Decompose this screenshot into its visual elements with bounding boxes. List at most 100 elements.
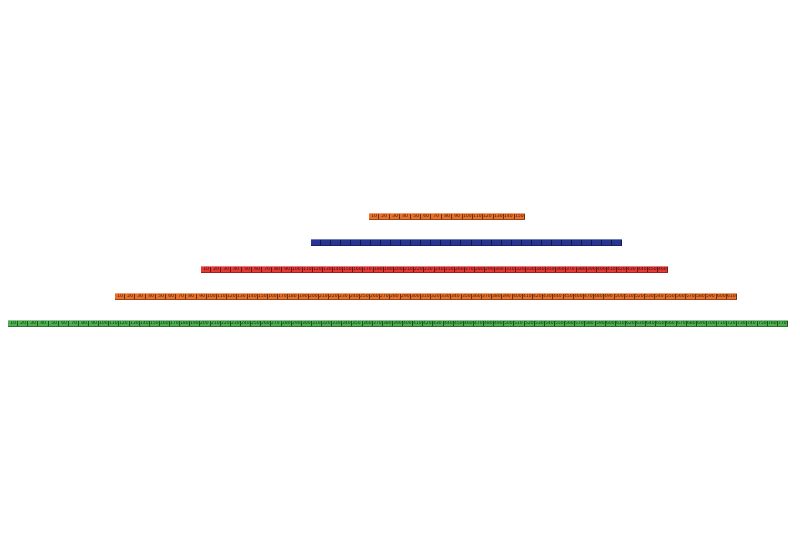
rod-tick — [605, 321, 606, 326]
rod-tick-label: 450 — [454, 321, 463, 326]
rod-tick — [350, 240, 351, 245]
rod-tick — [165, 294, 166, 299]
rod-tick-label: 280 — [475, 267, 484, 272]
rod-tick-label: 310 — [421, 294, 430, 299]
rod-tick-label: 30 — [392, 214, 398, 219]
rod-tick — [261, 267, 262, 272]
rod-tick-label: 80 — [81, 321, 87, 326]
rod-tick-label: 430 — [627, 267, 636, 272]
rod-tick — [301, 321, 302, 326]
rod-tick — [614, 294, 615, 299]
rod-tick-label: 260 — [261, 321, 270, 326]
rod-tick — [413, 267, 414, 272]
rod-tick — [291, 267, 292, 272]
rod-tick — [124, 294, 125, 299]
rod-tick-label: 250 — [251, 321, 260, 326]
rod-tick-label: 220 — [221, 321, 230, 326]
rod-tick-label: 530 — [645, 294, 654, 299]
rod-tick-label: 290 — [401, 294, 410, 299]
rod-tick-label: 740 — [747, 321, 756, 326]
rod-tick — [524, 214, 525, 219]
rod-tick — [746, 321, 747, 326]
rod-tick — [716, 294, 717, 299]
rod-tick — [379, 294, 380, 299]
rod-tick — [484, 267, 485, 272]
rod-tick — [501, 294, 502, 299]
rod-tick-label: 10 — [117, 294, 123, 299]
rod-tick — [686, 321, 687, 326]
rod-tick — [241, 267, 242, 272]
rod-tick — [392, 321, 393, 326]
rod-tick-label: 720 — [727, 321, 736, 326]
rod-tick-label: 590 — [706, 294, 715, 299]
rod-tick — [541, 240, 542, 245]
rod-tick — [464, 267, 465, 272]
rod-tick — [37, 321, 38, 326]
rod-tick — [351, 321, 352, 326]
rod-tick-label: 620 — [626, 321, 635, 326]
rod-tick-label: 510 — [514, 321, 523, 326]
rod-tick — [521, 240, 522, 245]
rod-tick-label: 600 — [717, 294, 726, 299]
rod-tick-label: 150 — [343, 267, 352, 272]
rod-tick-label: 130 — [237, 294, 246, 299]
rod-tick-label: 30 — [137, 294, 143, 299]
rod-tick-label: 80 — [188, 294, 194, 299]
rod-tick — [654, 294, 655, 299]
rod-tick — [606, 267, 607, 272]
rod-tick — [240, 321, 241, 326]
rod-tick — [695, 294, 696, 299]
rod-tick — [312, 267, 313, 272]
rod-tick-label: 520 — [525, 321, 534, 326]
rod-tick — [757, 321, 758, 326]
rod-tick — [372, 321, 373, 326]
rod-tick-label: 220 — [414, 267, 423, 272]
rod-tick — [525, 267, 526, 272]
rod-tick-label: 580 — [585, 321, 594, 326]
rod-tick-label: 350 — [462, 294, 471, 299]
rod-tick — [393, 267, 394, 272]
rod-tick-label: 650 — [656, 321, 665, 326]
rod-tick-label: 200 — [200, 321, 209, 326]
rod-tick — [247, 294, 248, 299]
rod-tick — [420, 214, 421, 219]
rod-tick — [185, 294, 186, 299]
rod-tick — [400, 294, 401, 299]
rod-tick — [410, 294, 411, 299]
rod-tick — [493, 214, 494, 219]
rod-tick-label: 90 — [199, 294, 205, 299]
rod-tick — [423, 267, 424, 272]
rod-tick — [512, 294, 513, 299]
rod-tick — [322, 267, 323, 272]
rod-tick — [370, 240, 371, 245]
rod-tick — [491, 240, 492, 245]
rod-tick — [726, 294, 727, 299]
rod-tick — [430, 240, 431, 245]
rod-tick — [603, 294, 604, 299]
rod-tick — [78, 321, 79, 326]
rod-tick — [58, 321, 59, 326]
rod-tick — [311, 321, 312, 326]
rod-tick-label: 290 — [292, 321, 301, 326]
rod-tick — [463, 321, 464, 326]
rod-tick — [571, 240, 572, 245]
rod-tick — [328, 294, 329, 299]
rod-tick — [318, 294, 319, 299]
rod-tick — [434, 267, 435, 272]
rod-tick — [552, 294, 553, 299]
rod-tick — [250, 321, 251, 326]
rod-tick — [615, 321, 616, 326]
rod-tick-label: 570 — [686, 294, 695, 299]
rod-tick-label: 50 — [51, 321, 57, 326]
rod-tick — [441, 214, 442, 219]
rod-tick-label: 450 — [564, 294, 573, 299]
rod-tick — [551, 240, 552, 245]
rod-tick-label: 110 — [217, 294, 226, 299]
rod-tick — [706, 321, 707, 326]
rod-tick-label: 440 — [444, 321, 453, 326]
rod-tick — [564, 321, 565, 326]
rod-tick-label: 370 — [482, 294, 491, 299]
